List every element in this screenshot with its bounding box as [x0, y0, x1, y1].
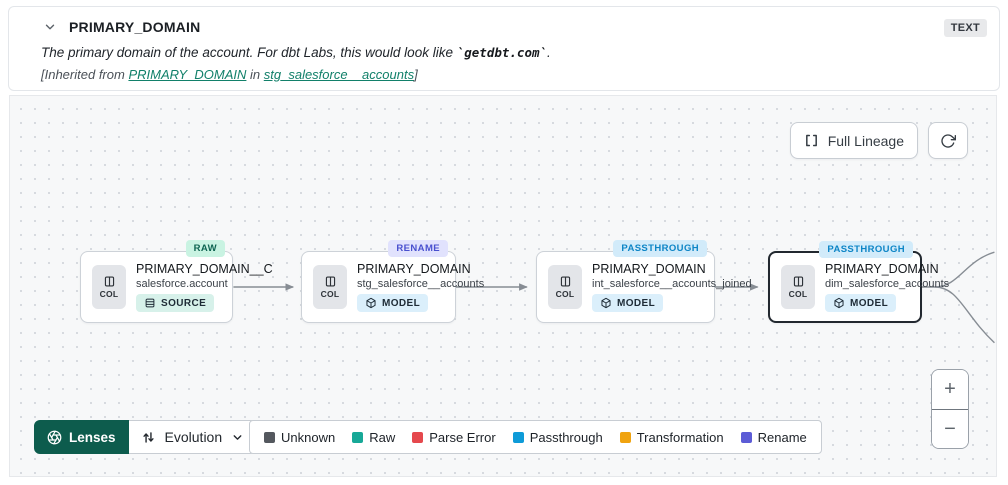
title-row: PRIMARY_DOMAIN	[41, 17, 985, 37]
node-kind-label: MODEL	[382, 297, 421, 309]
model-cube-icon	[833, 297, 845, 309]
inherited-middle: in	[246, 67, 264, 82]
legend-swatch	[352, 431, 364, 443]
node-kind-pill: MODEL	[357, 294, 429, 312]
inherited-column-link[interactable]: PRIMARY_DOMAIN	[128, 67, 247, 82]
legend-label: Transformation	[636, 429, 724, 445]
lens-selector-dropdown[interactable]: Evolution	[128, 420, 258, 454]
node-model-name: dim_salesforce_accounts	[825, 278, 950, 290]
node-kind-pill: SOURCE	[136, 294, 215, 312]
legend-swatch	[412, 431, 424, 443]
node-kind-label: MODEL	[617, 297, 656, 309]
inherited-prefix: [Inherited from	[41, 67, 129, 82]
description-code: `getdbt.com`	[456, 45, 548, 60]
lineage-node-dim-selected[interactable]: PASSTHROUGH COL PRIMARY_DOMAIN dim_sales…	[768, 241, 950, 323]
inherited-model-link[interactable]: stg_salesforce__accounts	[263, 67, 415, 82]
columns-icon	[792, 275, 805, 288]
column-chip: COL	[313, 265, 347, 309]
description-suffix: .	[547, 45, 551, 60]
node-kind-label: MODEL	[850, 297, 889, 309]
node-model-name: int_salesforce__accounts_joined	[592, 278, 752, 290]
legend-label: Unknown	[281, 429, 336, 445]
node-kind-pill: MODEL	[825, 294, 897, 312]
columns-icon	[324, 275, 337, 288]
legend-item: Rename	[740, 429, 807, 445]
evolution-lens-icon	[141, 430, 156, 445]
node-title: PRIMARY_DOMAIN	[825, 262, 939, 276]
lineage-edges	[233, 251, 995, 344]
column-detail-card: PRIMARY_DOMAIN TEXT The primary domain o…	[8, 6, 1000, 91]
node-model-name: stg_salesforce__accounts	[357, 278, 485, 290]
node-body: PRIMARY_DOMAIN__C salesforce.account SOU…	[136, 262, 273, 312]
legend-label: Rename	[757, 429, 807, 445]
lenses-label: Lenses	[69, 429, 116, 445]
legend-swatch	[264, 431, 275, 443]
chevron-down-icon	[231, 431, 244, 444]
columns-icon	[103, 275, 116, 288]
lineage-node-staging[interactable]: RENAME COL PRIMARY_DOMAIN stg_salesforce…	[301, 240, 485, 323]
inherited-suffix: ]	[414, 67, 418, 82]
node-title: PRIMARY_DOMAIN__C	[136, 262, 273, 276]
legend-label: Passthrough	[529, 429, 603, 445]
lineage-edge-fork-up	[934, 251, 995, 288]
column-chip-label: COL	[99, 289, 119, 299]
legend-item: Raw	[352, 430, 395, 445]
column-chip: COL	[781, 265, 815, 309]
node-kind-label: SOURCE	[161, 297, 207, 309]
node-model-name: salesforce.account	[136, 278, 228, 290]
zoom-controls: + −	[931, 369, 969, 449]
description-text: The primary domain of the account. For d…	[41, 45, 457, 60]
legend-item: Passthrough	[512, 429, 603, 445]
evolution-tag-badge: RAW	[185, 240, 225, 257]
database-icon	[144, 297, 156, 309]
refresh-icon	[940, 133, 956, 149]
lineage-canvas[interactable]: Full Lineage RAW COL PRIMARY_DOMAIN__C s…	[9, 95, 997, 477]
aperture-icon	[47, 430, 62, 445]
legend-swatch	[512, 431, 524, 443]
node-body: PRIMARY_DOMAIN int_salesforce__accounts_…	[592, 262, 752, 312]
node-title: PRIMARY_DOMAIN	[592, 262, 706, 276]
legend-swatch	[619, 431, 631, 443]
lens-controls: Lenses Evolution	[34, 420, 258, 454]
legend-item: Transformation	[619, 429, 724, 445]
legend-swatch	[740, 431, 752, 443]
lineage-node-source[interactable]: RAW COL PRIMARY_DOMAIN__C salesforce.acc…	[80, 240, 273, 323]
evolution-legend: Unknown Raw Parse Error Passthrough Tran…	[249, 420, 822, 454]
canvas-toolbar: Full Lineage	[789, 122, 968, 159]
full-lineage-label: Full Lineage	[827, 132, 904, 149]
full-lineage-button[interactable]: Full Lineage	[789, 122, 918, 159]
node-kind-pill: MODEL	[592, 294, 664, 312]
column-chip-label: COL	[555, 289, 575, 299]
model-cube-icon	[600, 297, 612, 309]
selected-lens-label: Evolution	[164, 429, 223, 445]
collapse-chevron-icon[interactable]	[41, 18, 59, 36]
column-chip: COL	[548, 265, 582, 309]
zoom-out-button[interactable]: −	[932, 409, 968, 448]
evolution-tag-badge: RENAME	[388, 240, 448, 257]
column-type-badge: TEXT	[943, 19, 987, 37]
node-body: PRIMARY_DOMAIN stg_salesforce__accounts …	[357, 262, 485, 312]
node-title: PRIMARY_DOMAIN	[357, 262, 471, 276]
column-title: PRIMARY_DOMAIN	[69, 19, 201, 35]
node-body: PRIMARY_DOMAIN dim_salesforce_accounts M…	[825, 262, 950, 312]
evolution-tag-badge: PASSTHROUGH	[819, 241, 913, 258]
lineage-node-intermediate[interactable]: PASSTHROUGH COL PRIMARY_DOMAIN int_sales…	[536, 240, 752, 323]
legend-item: Parse Error	[412, 429, 496, 445]
evolution-tag-badge: PASSTHROUGH	[613, 240, 707, 257]
refresh-button[interactable]	[928, 122, 968, 159]
legend-label: Parse Error	[429, 429, 496, 445]
column-chip: COL	[92, 265, 126, 309]
expand-icon	[804, 133, 819, 148]
model-cube-icon	[365, 297, 377, 309]
zoom-in-button[interactable]: +	[932, 370, 968, 409]
lineage-edge-fork-down	[934, 286, 995, 344]
inherited-note: [Inherited from PRIMARY_DOMAIN in stg_sa…	[41, 67, 985, 82]
legend-label: Raw	[369, 429, 396, 445]
column-chip-label: COL	[320, 289, 340, 299]
column-chip-label: COL	[788, 289, 808, 299]
legend-item: Unknown	[264, 430, 335, 445]
columns-icon	[559, 275, 572, 288]
lenses-button[interactable]: Lenses	[34, 420, 129, 454]
column-description: The primary domain of the account. For d…	[41, 45, 985, 60]
